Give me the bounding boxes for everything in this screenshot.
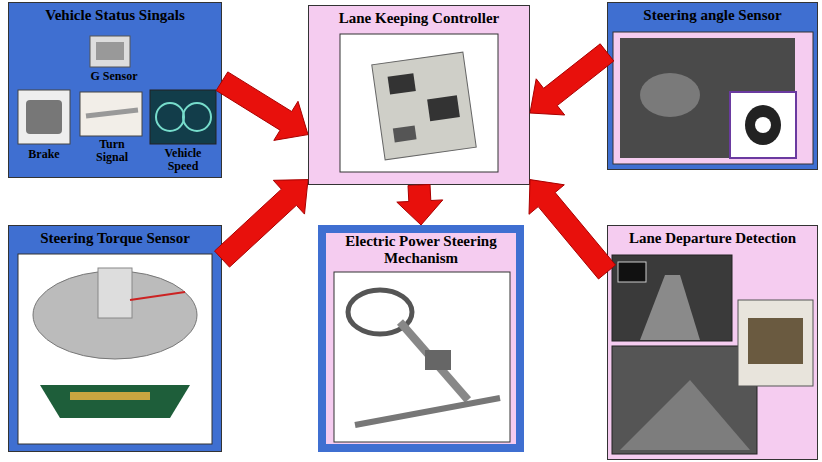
part-label: Vehicle Speed: [150, 147, 216, 173]
steering-rack: [355, 398, 500, 425]
road-lane: [640, 275, 700, 340]
box-title: Steering angle Sensor: [608, 3, 817, 24]
eps-motor: [425, 350, 451, 370]
torque-pointer: [130, 292, 185, 300]
block-arrow: [529, 180, 616, 279]
angle-sensor-inset: [730, 92, 796, 158]
steering-column-part: [640, 73, 700, 117]
steering-column: [400, 322, 468, 400]
controller-panel: [340, 34, 498, 172]
part-label: G Sensor: [84, 70, 144, 83]
angle-sensor-panel: [613, 32, 813, 164]
g-sensor-body: [96, 42, 124, 60]
board-chip: [393, 125, 417, 142]
speed-dial: [183, 103, 211, 131]
block-arrow: [530, 44, 614, 115]
camera-view: [612, 255, 732, 341]
speed-picture: [150, 90, 216, 144]
angle-sensor-photo: [620, 38, 795, 158]
box-title: Lane Keeping Controller: [309, 6, 529, 27]
part-label: Brake: [18, 148, 70, 161]
detector-board: [748, 318, 803, 364]
brake-picture: [18, 90, 70, 144]
sensor-illustrations: [18, 32, 813, 454]
torque-pcb: [40, 385, 190, 418]
turn-signal-stalk: [86, 110, 138, 116]
block-arrow: [216, 72, 308, 140]
g-sensor-picture: [90, 36, 130, 67]
detector-photo: [738, 300, 813, 386]
part-label: Turn Signal: [88, 138, 136, 164]
eps-panel: [334, 272, 510, 442]
box-title: Lane Departure Detection: [608, 226, 817, 247]
road-surface: [620, 380, 750, 450]
brake-pedal: [26, 100, 62, 134]
board-chip: [388, 73, 416, 94]
angle-sensor-hole: [755, 117, 771, 133]
turn-signal-picture: [80, 92, 142, 136]
angle-sensor-part: [745, 105, 781, 145]
road-photo: [612, 346, 757, 454]
pcb-contacts: [70, 392, 150, 400]
box-title: Electric Power Steering Mechanism: [322, 229, 520, 268]
block-arrow: [397, 185, 443, 226]
torque-shaft: [98, 268, 132, 318]
torque-sensor-panel: [18, 254, 212, 444]
block-arrow: [215, 180, 309, 268]
box-title: Steering Torque Sensor: [9, 226, 221, 247]
box-title: Vehicle Status Singals: [9, 3, 221, 24]
board-chip: [427, 95, 460, 121]
speed-dial: [156, 103, 184, 131]
lane-icon: [618, 262, 646, 282]
controller-board: [372, 52, 476, 160]
